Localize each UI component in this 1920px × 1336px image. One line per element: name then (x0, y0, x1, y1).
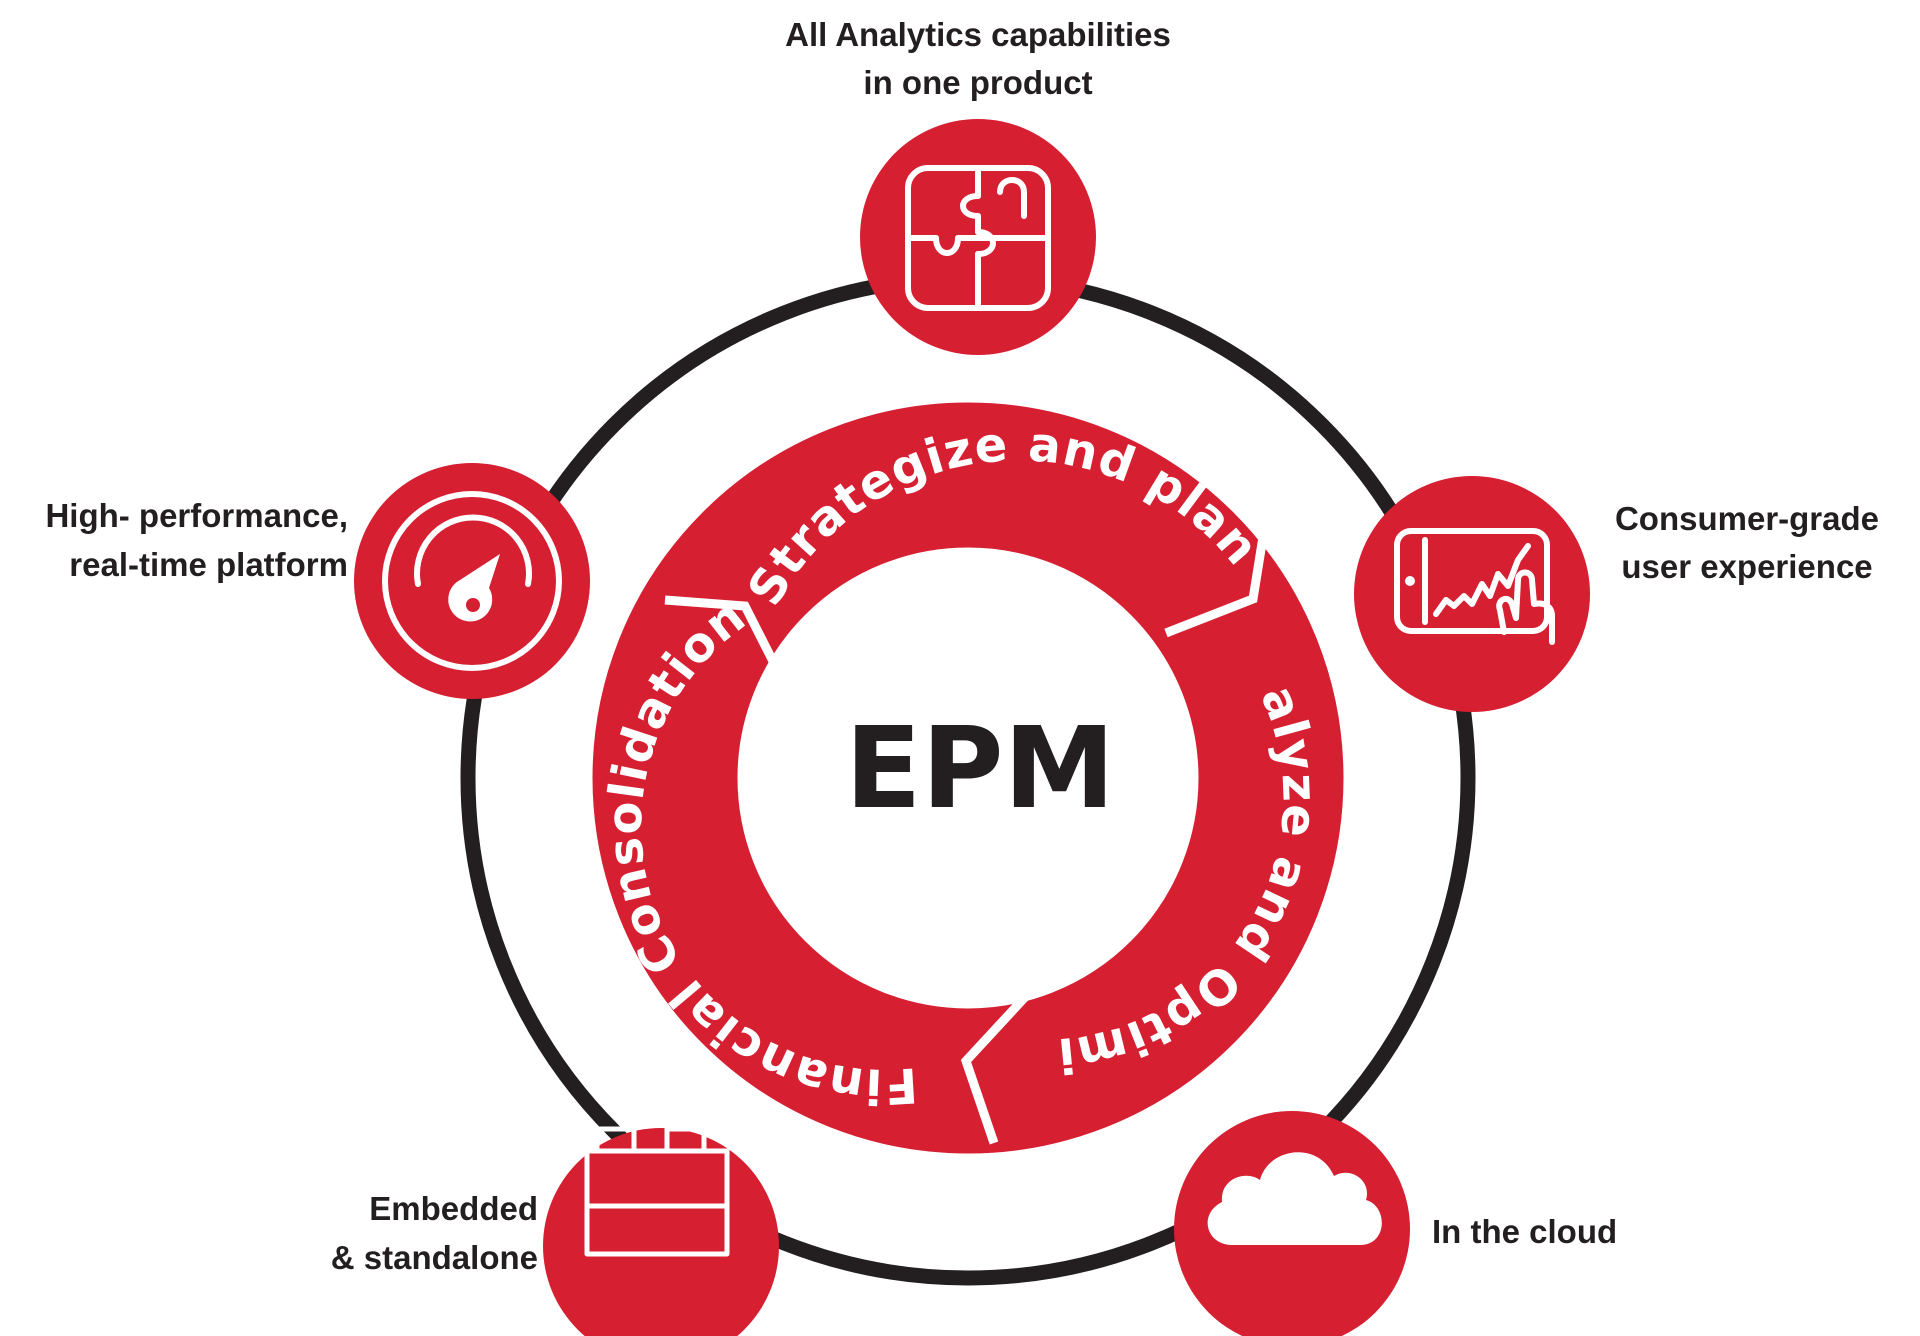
svg-text:Consumer-grade: Consumer-grade (1615, 500, 1879, 537)
svg-text:Embedded: Embedded (369, 1190, 538, 1227)
node-label-cloud: In the cloud (1432, 1213, 1617, 1250)
node-label-gauge: High- performance, real-time platform (45, 497, 348, 583)
ring-separator (960, 991, 1031, 1145)
svg-text:All Analytics capabilities: All Analytics capabilities (785, 16, 1171, 53)
process-ring (592, 402, 1344, 1154)
node-circle-blocks (543, 1128, 779, 1336)
node-label-puzzle: All Analytics capabilities in one produc… (785, 16, 1171, 101)
svg-text:user experience: user experience (1621, 548, 1872, 585)
node-label-blocks: Embedded & standalone (331, 1190, 538, 1276)
ring-separator (664, 595, 790, 688)
tablet-chart-icon (1394, 528, 1555, 645)
node-circle-tablet (1354, 476, 1590, 712)
puzzle-icon (905, 165, 1051, 311)
building-block-icon (584, 1126, 730, 1257)
ring-separator (1164, 536, 1268, 638)
svg-text:In the cloud: In the cloud (1432, 1213, 1617, 1250)
cloud-icon (1207, 1152, 1382, 1245)
svg-text:High- performance,: High- performance, (45, 497, 348, 534)
node-label-tablet: Consumer-grade user experience (1615, 500, 1879, 585)
svg-text:real-time platform: real-time platform (69, 546, 348, 583)
center-label: EPM (845, 704, 1115, 834)
svg-text:in one product: in one product (863, 64, 1092, 101)
speedometer-icon (382, 491, 562, 671)
svg-text:& standalone: & standalone (331, 1239, 538, 1276)
